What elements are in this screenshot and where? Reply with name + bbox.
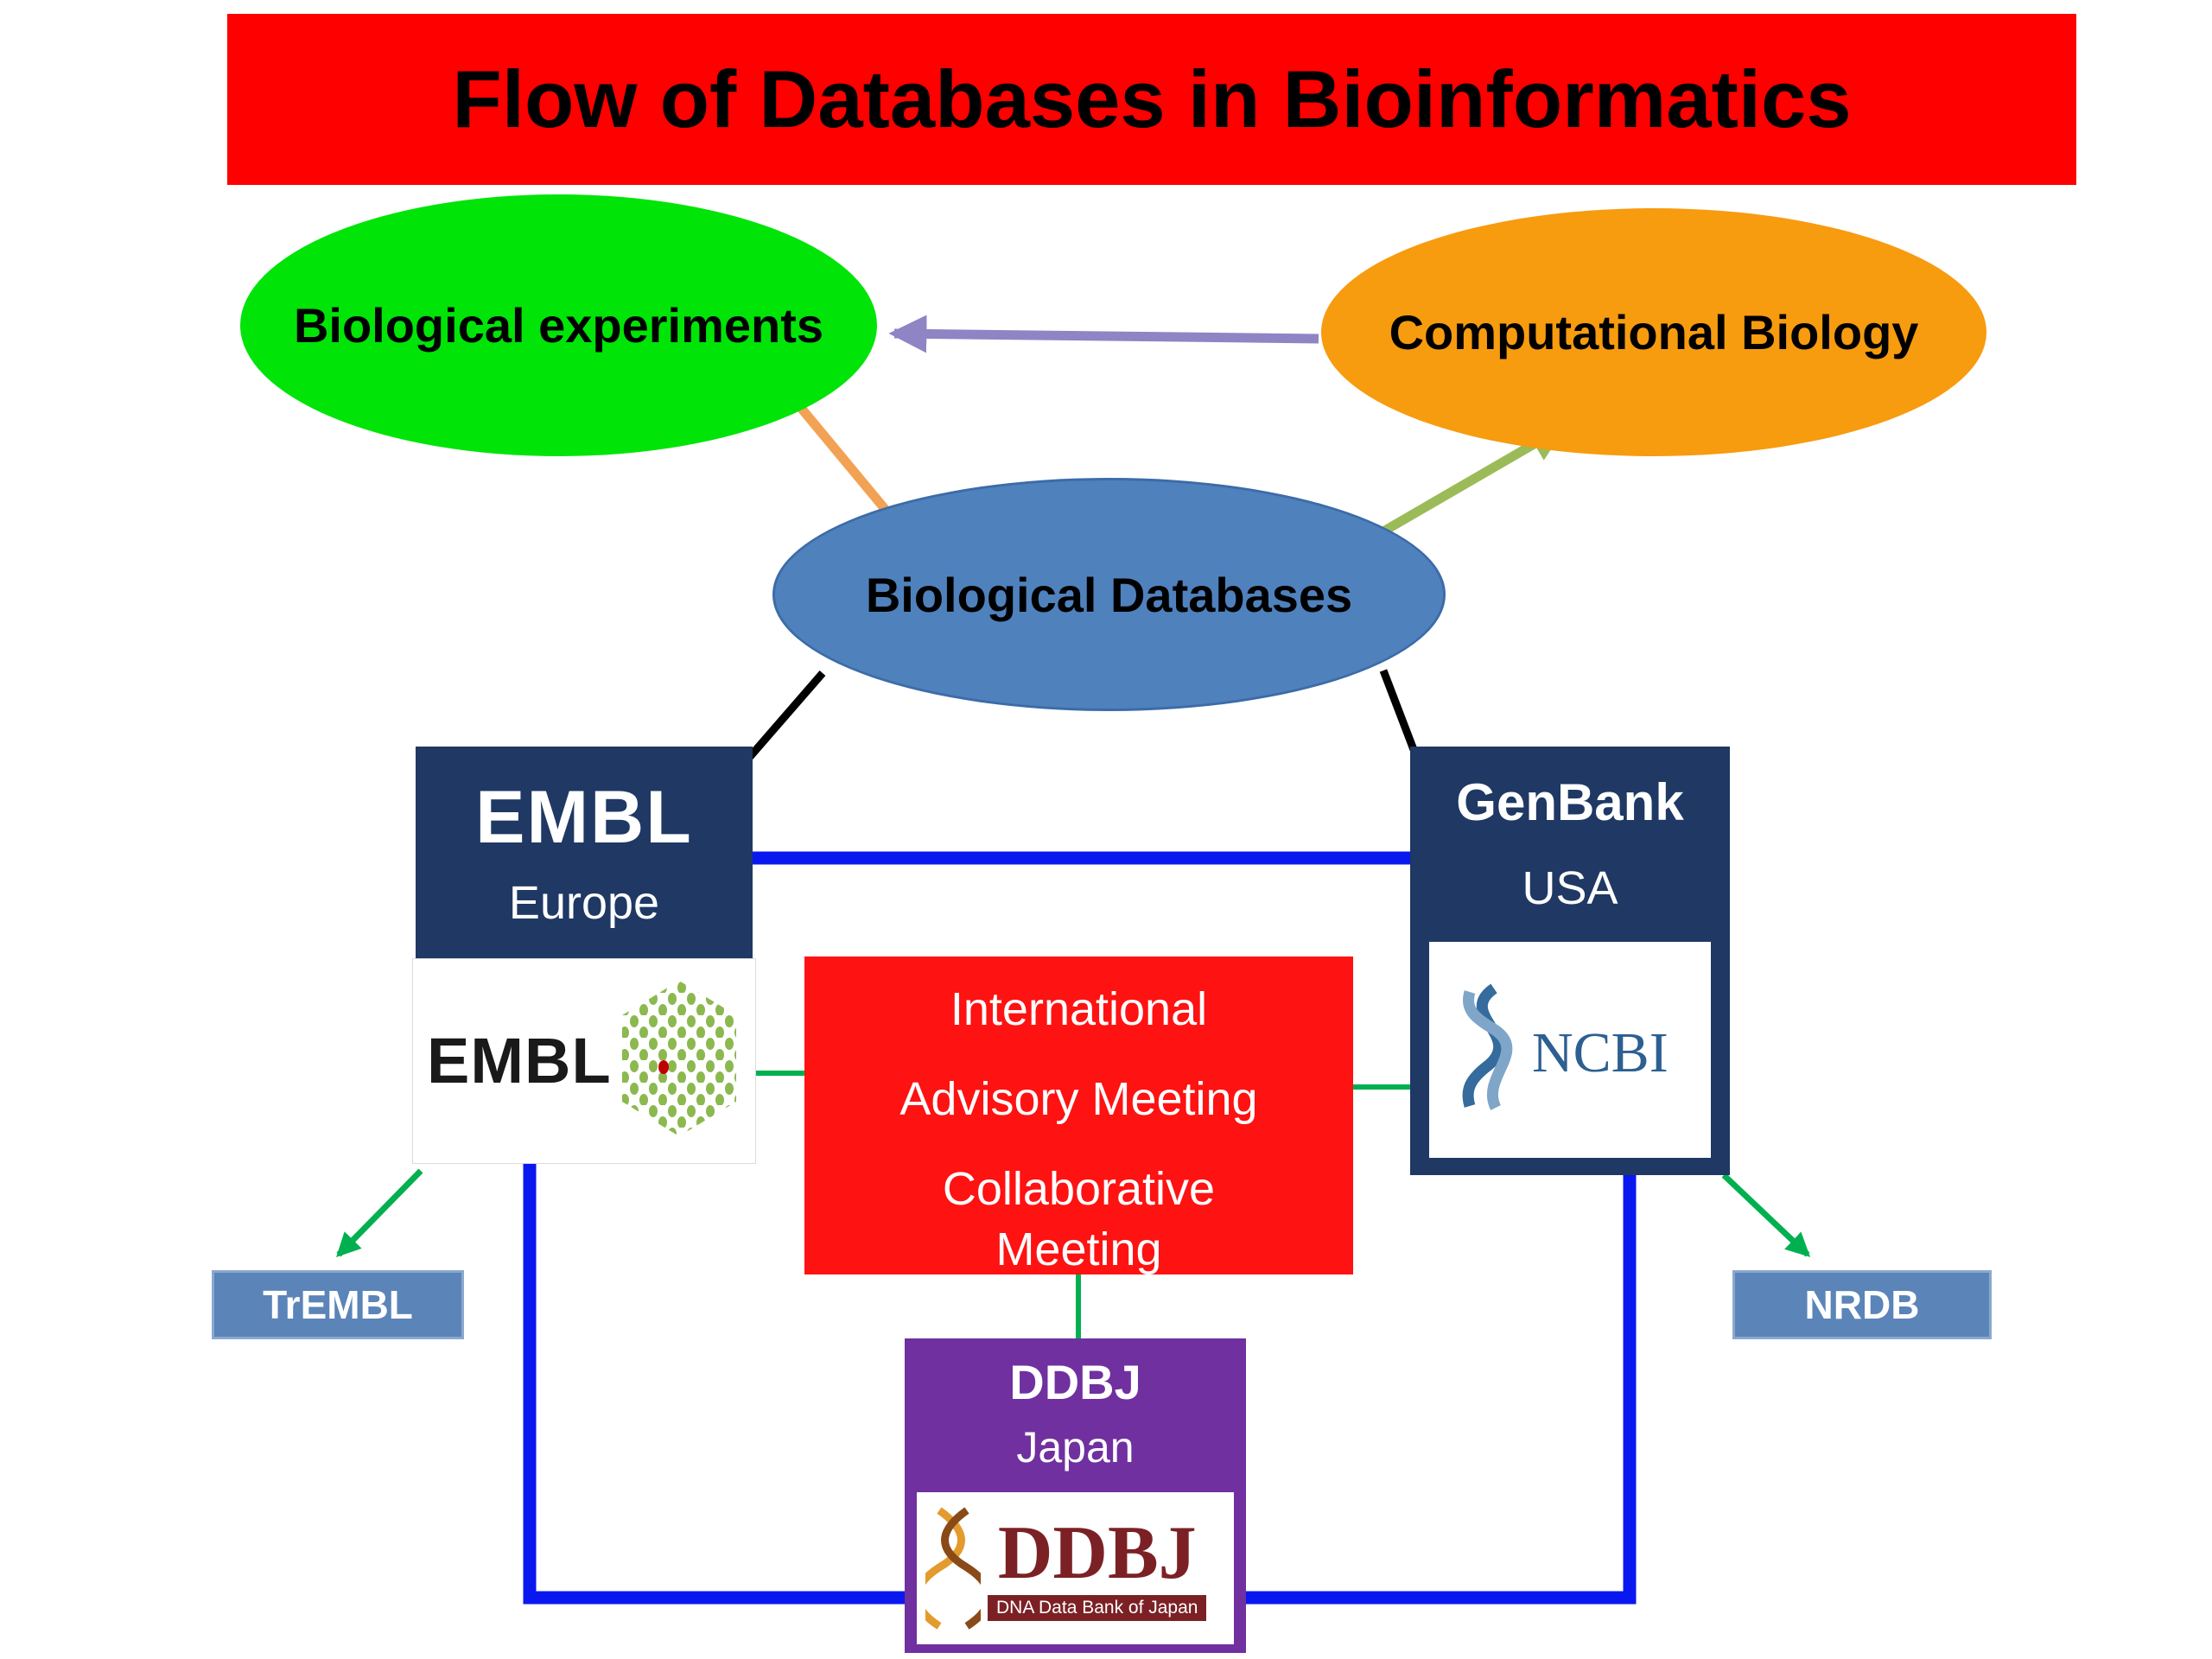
meeting-line-1: International: [950, 983, 1208, 1035]
genbank-name: GenBank: [1456, 773, 1684, 831]
node-trembl: TrEMBL: [212, 1270, 464, 1339]
genbank-region: USA: [1522, 862, 1618, 914]
embl-logo-text: EMBL: [427, 1025, 612, 1096]
ncbi-helix-stroke-dark: [1462, 983, 1505, 1108]
embl-hexagon-dots: [622, 981, 736, 1136]
ddbj-helix-strand-orange: [925, 1507, 965, 1630]
page-title: Flow of Databases in Bioinformatics: [452, 54, 1852, 144]
node-computational-biology: Computational Biology: [1321, 208, 1986, 456]
link-embl-ddbj: [523, 1164, 905, 1605]
ddbj-helix-strand-maroon: [941, 1507, 981, 1630]
link-genbank-ddbj: [1246, 1175, 1637, 1605]
node-nrdb: NRDB: [1732, 1270, 1992, 1339]
node-ddbj: DDBJ Japan DDBJ DNA Data Bank of Japan: [905, 1338, 1246, 1653]
arrow-embl-to-trembl: [336, 1168, 423, 1258]
ncbi-logo: NCBI: [1429, 942, 1711, 1158]
node-biological-experiments: Biological experiments: [240, 194, 877, 456]
ddbj-logo: DDBJ DNA Data Bank of Japan: [917, 1492, 1234, 1644]
node-biological-databases: Biological Databases: [772, 478, 1446, 711]
arrow-computational-to-experiments: [888, 315, 1319, 353]
ncbi-helix-stroke-light: [1463, 990, 1513, 1110]
trembl-label: TrEMBL: [263, 1282, 413, 1327]
ncbi-logo-text: NCBI: [1532, 1021, 1669, 1084]
embl-region: Europe: [508, 877, 660, 929]
embl-logo-graphic: EMBL: [427, 981, 736, 1136]
biological-experiments-label: Biological experiments: [293, 298, 824, 353]
arrow-genbank-to-nrdb: [1721, 1173, 1811, 1257]
ddbj-helix-icon: [925, 1507, 981, 1630]
meeting-line-2: Advisory Meeting: [899, 1073, 1258, 1125]
ddbj-logo-caption: DNA Data Bank of Japan: [988, 1595, 1207, 1621]
node-genbank: GenBank USA NCBI: [1410, 747, 1730, 1175]
ddbj-name: DDBJ: [1009, 1355, 1141, 1409]
line-databases-to-embl: [745, 671, 826, 761]
ncbi-logo-graphic: NCBI: [1462, 983, 1669, 1110]
ddbj-region: Japan: [1016, 1423, 1135, 1471]
node-embl: EMBL Europe: [416, 747, 753, 958]
embl-logo: EMBL: [412, 958, 756, 1164]
arrow-databases-to-computational: [1354, 423, 1567, 551]
embl-name: EMBL: [475, 776, 693, 859]
line-databases-to-genbank: [1379, 669, 1421, 760]
meeting-line-3: Collaborative: [942, 1163, 1216, 1215]
computational-biology-label: Computational Biology: [1389, 305, 1919, 359]
biological-databases-label: Biological Databases: [865, 567, 1353, 622]
node-international-meeting: International Advisory Meeting Collabora…: [804, 957, 1353, 1275]
title-banner: Flow of Databases in Bioinformatics: [227, 14, 2076, 185]
ddbj-logo-text: DDBJ: [997, 1511, 1197, 1595]
embl-red-dot: [658, 1060, 669, 1074]
nrdb-label: NRDB: [1804, 1282, 1920, 1327]
meeting-line-4: Meeting: [995, 1224, 1162, 1275]
